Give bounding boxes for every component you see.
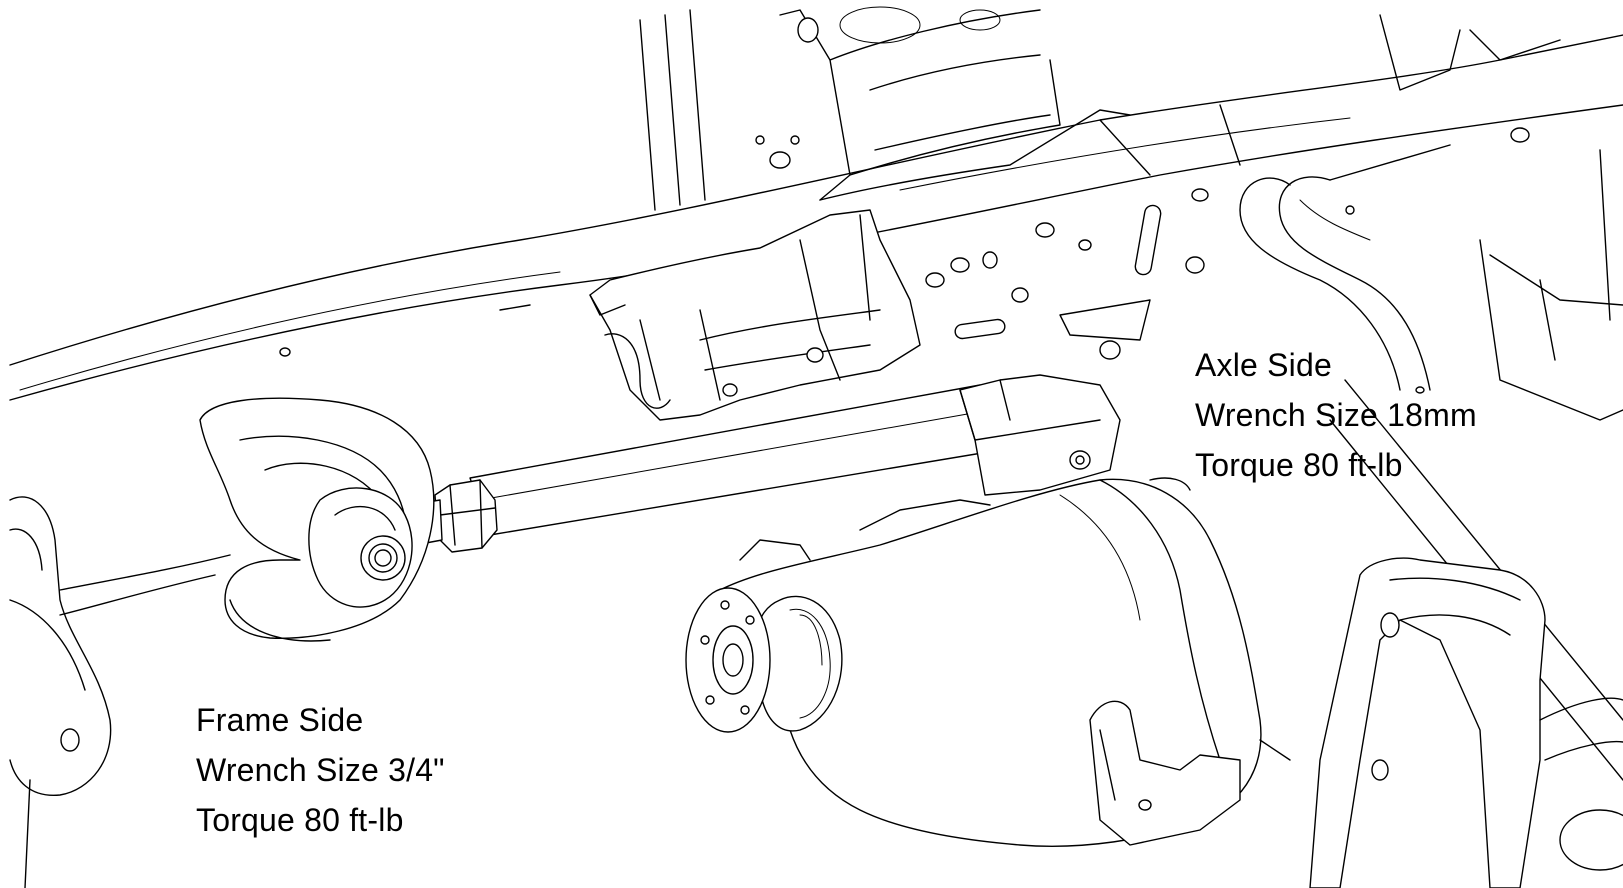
track-bar	[410, 375, 1120, 552]
frame-side-wrench-size: Wrench Size 3/4"	[196, 752, 445, 788]
upper-crossmember	[640, 7, 1130, 210]
axle-side-torque: Torque 80 ft-lb	[1195, 447, 1403, 483]
left-lower-structure	[10, 497, 111, 888]
right-lower-bracket	[1310, 558, 1623, 888]
frame-side-torque: Torque 80 ft-lb	[196, 802, 404, 838]
frame-side-title: Frame Side	[196, 702, 364, 738]
frame-side-mount	[60, 398, 434, 641]
axle-side-wrench-size: Wrench Size 18mm	[1195, 397, 1477, 433]
right-spring-mount	[1240, 15, 1623, 780]
pinion-flange	[686, 588, 842, 732]
center-bracket	[500, 210, 1204, 420]
axle-differential	[720, 478, 1290, 846]
axle-side-callout: Axle Side Wrench Size 18mm Torque 80 ft-…	[1195, 340, 1477, 490]
frame-side-callout: Frame Side Wrench Size 3/4" Torque 80 ft…	[196, 695, 445, 845]
frame-rail	[10, 35, 1623, 400]
axle-side-title: Axle Side	[1195, 347, 1332, 383]
